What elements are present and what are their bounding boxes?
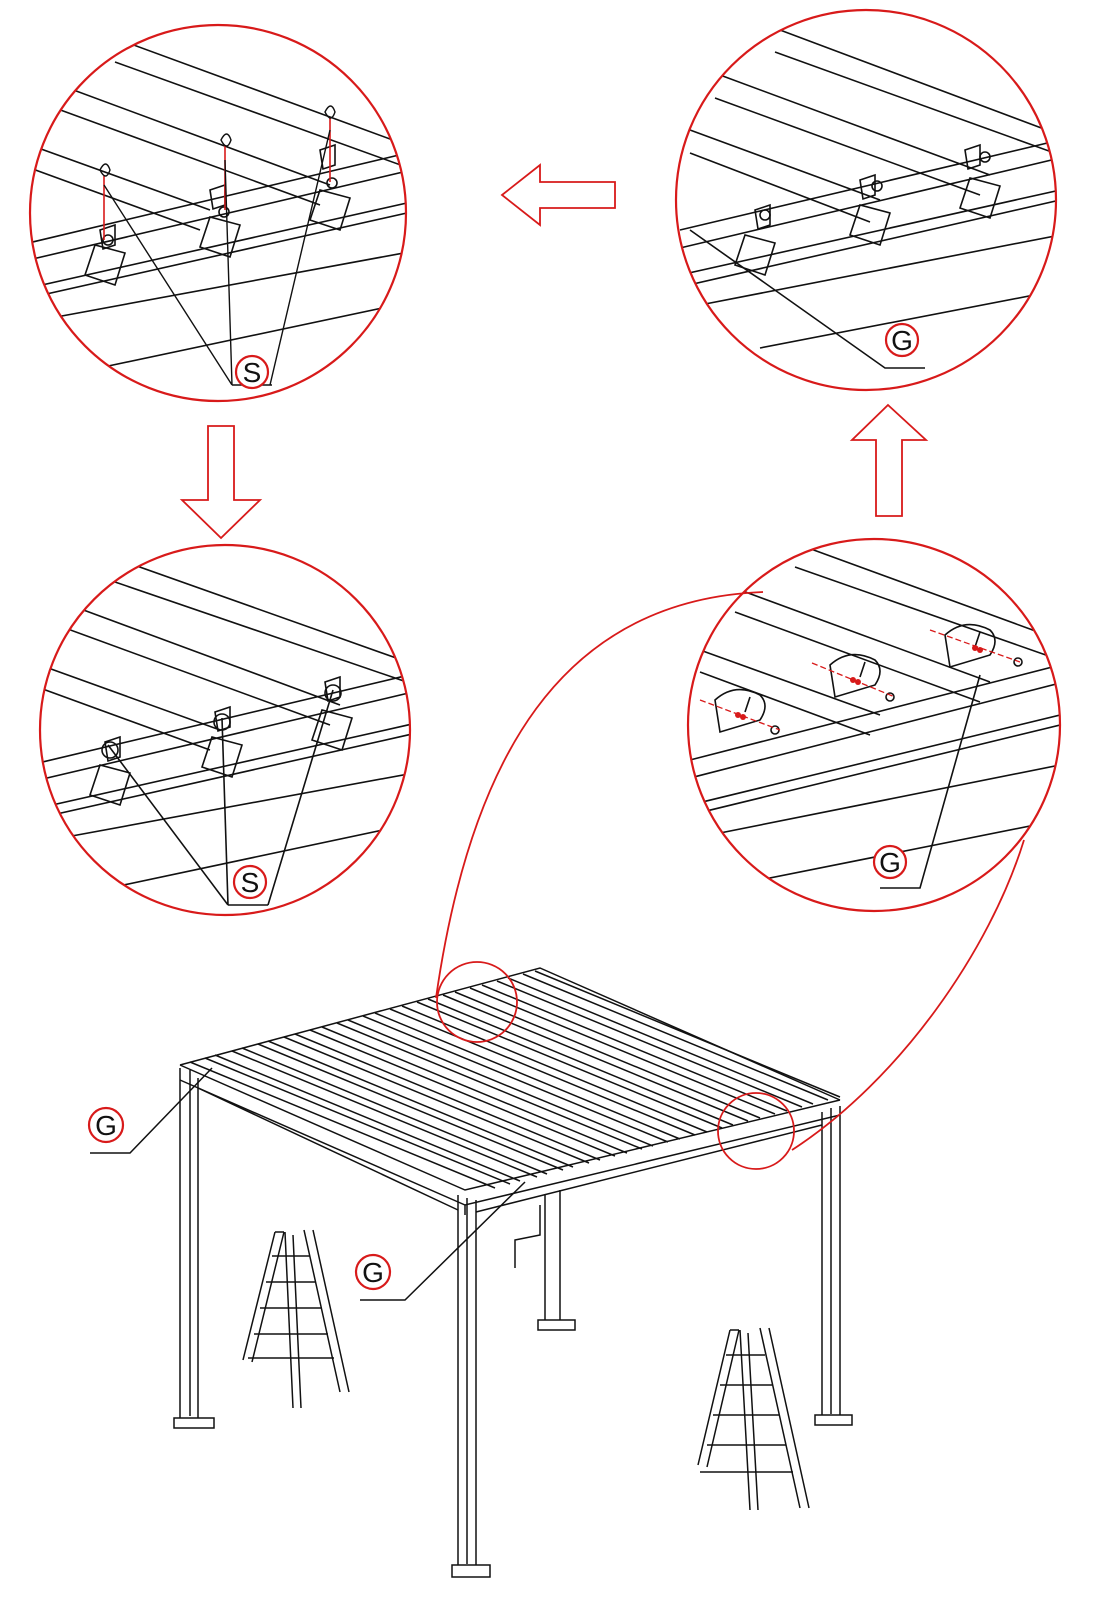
zoom-indicator-upper xyxy=(436,961,518,1043)
detail-circle-s-clips-inserted: S xyxy=(28,23,408,403)
arrow-left-icon xyxy=(500,163,616,227)
arrow-up-icon xyxy=(849,403,929,517)
callout-g-center-group: G xyxy=(354,1253,392,1291)
callout-g-top: G xyxy=(891,325,913,356)
zoom-indicator-lower xyxy=(717,1092,795,1170)
callout-g-left-group: G xyxy=(87,1106,125,1144)
callout-s-mid: S xyxy=(241,867,260,898)
detail-circle-g-pins-removal: G xyxy=(686,537,1062,913)
callout-g-mid: G xyxy=(879,847,901,878)
detail-circle-s-clips-secured: S xyxy=(38,543,412,917)
detail-circle-g-pins-top: G xyxy=(674,8,1058,392)
callout-g-left: G xyxy=(95,1110,117,1141)
callout-s-top: S xyxy=(243,357,262,388)
pergola-structure xyxy=(90,967,853,1578)
callout-g-center: G xyxy=(362,1257,384,1288)
arrow-down-icon xyxy=(179,425,263,540)
